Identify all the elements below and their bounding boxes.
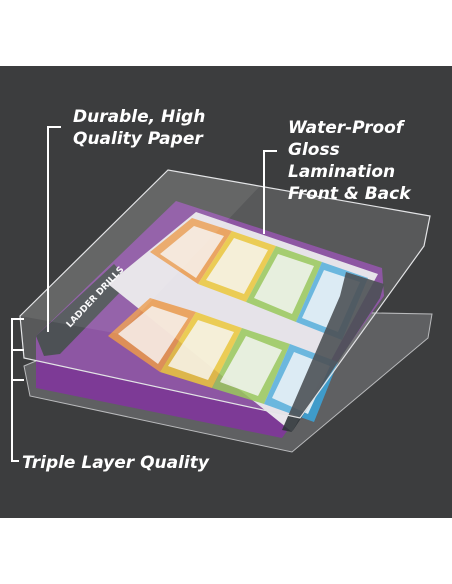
callout-layers-text: Triple Layer Quality — [22, 453, 209, 473]
laminated-poster-illustration: LADDER DRILLS — [19, 169, 433, 453]
callout-line-layers-bottom — [11, 460, 19, 462]
callout-line-lamination-vertical — [263, 150, 265, 234]
callout-lamination-line-2: Lamination — [288, 162, 396, 182]
poster-info-strip — [282, 272, 384, 432]
product-image: LADDER DRILLS Durable, High Quality Pape… — [0, 66, 452, 518]
callout-line-layers-tick-1 — [11, 318, 24, 320]
callout-line-lamination-horizontal — [263, 150, 277, 152]
callout-paper-line-2: Quality Paper — [73, 129, 203, 149]
callout-paper-line-1: Durable, High — [73, 107, 206, 127]
gloss-highlight — [20, 170, 260, 334]
callout-paper-quality: Durable, High Quality Paper — [73, 106, 205, 150]
poster-sheet: LADDER DRILLS — [36, 201, 384, 438]
callout-line-paper-vertical — [47, 126, 49, 332]
callout-triple-layer: Triple Layer Quality — [22, 452, 209, 474]
poster-title-band — [36, 264, 130, 356]
callout-lamination-line-3: Front & Back — [288, 184, 411, 204]
callout-lamination-line-1: Water-Proof Gloss — [288, 118, 404, 160]
top-laminate-layer — [19, 169, 431, 419]
callout-lamination: Water-Proof Gloss Lamination Front & Bac… — [288, 117, 452, 205]
callout-line-layers-vertical — [11, 318, 13, 462]
callout-line-layers-tick-2 — [11, 349, 24, 351]
callout-line-paper-horizontal — [47, 126, 61, 128]
callout-line-layers-tick-3 — [11, 379, 24, 381]
